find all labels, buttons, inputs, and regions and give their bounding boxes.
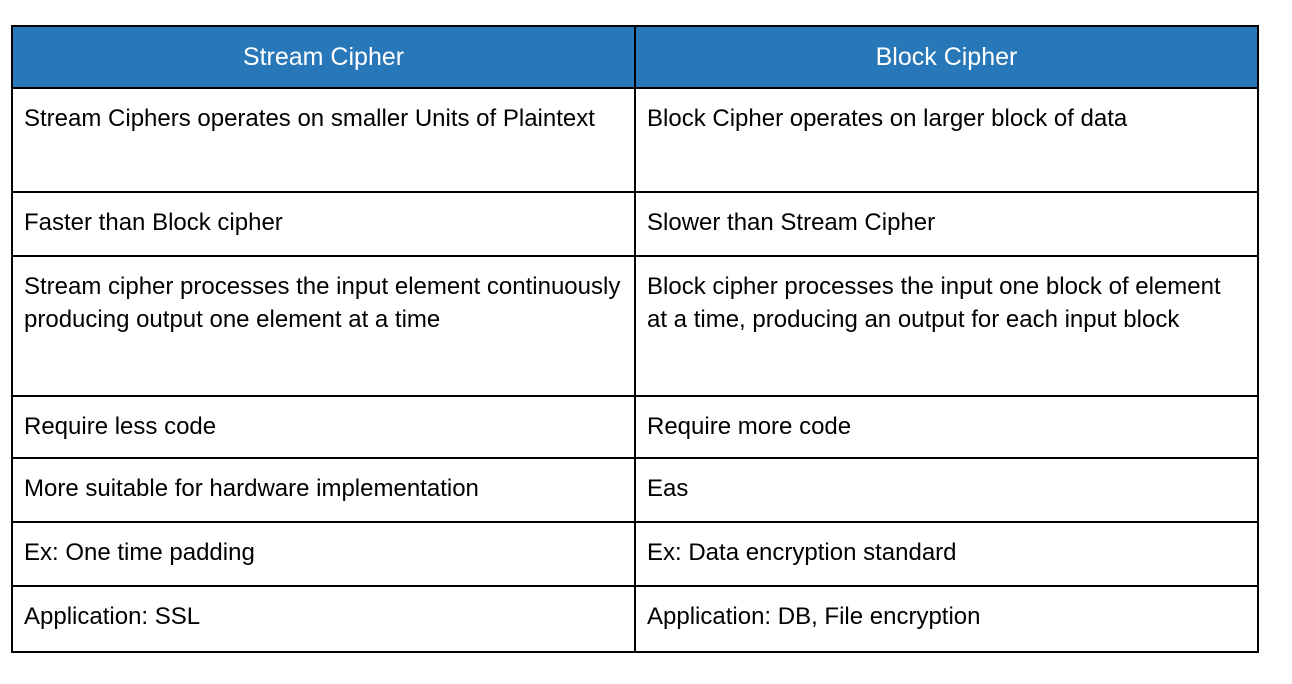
table-row: More suitable for hardware implementatio… [11,457,1259,523]
table-row: Stream cipher processes the input elemen… [11,255,1259,397]
table-row: Stream Ciphers operates on smaller Units… [11,87,1259,193]
table-cell-block: Block Cipher operates on larger block of… [634,87,1259,193]
table-cell-block: Block cipher processes the input one blo… [634,255,1259,397]
table-cell-stream: Stream Ciphers operates on smaller Units… [11,87,636,193]
table-row: Require less code Require more code [11,395,1259,459]
table-cell-block: Require more code [634,395,1259,459]
table-cell-stream: Faster than Block cipher [11,191,636,257]
column-header-stream-cipher: Stream Cipher [11,25,636,89]
table-row: Application: SSL Application: DB, File e… [11,585,1259,653]
table-cell-stream: More suitable for hardware implementatio… [11,457,636,523]
table-cell-stream: Stream cipher processes the input elemen… [11,255,636,397]
table-cell-block: Ex: Data encryption standard [634,521,1259,587]
header-row: Stream Cipher Block Cipher [11,25,1259,89]
column-header-block-cipher: Block Cipher [634,25,1259,89]
table-row: Faster than Block cipher Slower than Str… [11,191,1259,257]
table-header: Stream Cipher Block Cipher [11,25,1259,89]
table-cell-block: Application: DB, File encryption [634,585,1259,653]
table-cell-stream: Require less code [11,395,636,459]
table-body: Stream Ciphers operates on smaller Units… [11,87,1259,653]
table-cell-stream: Ex: One time padding [11,521,636,587]
table-cell-block: Eas [634,457,1259,523]
table-cell-stream: Application: SSL [11,585,636,653]
cipher-comparison-table: Stream Cipher Block Cipher Stream Cipher… [11,25,1259,653]
table-cell-block: Slower than Stream Cipher [634,191,1259,257]
table-row: Ex: One time padding Ex: Data encryption… [11,521,1259,587]
